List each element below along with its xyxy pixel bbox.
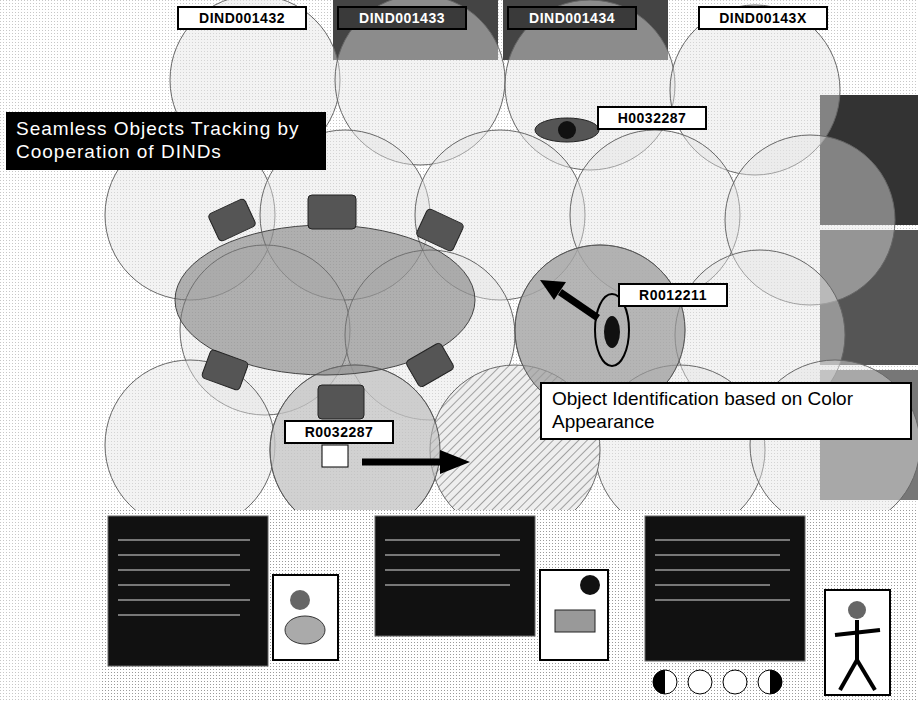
label-text: R0012211 xyxy=(639,287,707,303)
label-text: DIND001432 xyxy=(199,10,285,26)
callout-box: Object Identification based on Color App… xyxy=(540,382,912,440)
dind-label: DIND001432 xyxy=(177,6,307,30)
title-box: Seamless Objects Tracking by Cooperation… xyxy=(6,112,326,170)
label-text: DIND001433 xyxy=(359,10,445,26)
camera-robot xyxy=(201,195,464,419)
object-id-label: R0032287 xyxy=(284,420,394,444)
camera-view xyxy=(558,121,576,139)
label-text: Object Identification based on Color App… xyxy=(552,388,900,434)
label-text: H0032287 xyxy=(618,110,687,126)
label-text: Seamless Objects Tracking by Cooperation… xyxy=(16,118,316,164)
label-text: R0032287 xyxy=(305,424,374,440)
object-id-label: H0032287 xyxy=(597,106,707,130)
dind-label: DIND00143X xyxy=(698,6,828,30)
motion-arrow xyxy=(540,280,566,300)
label-text: DIND001434 xyxy=(529,10,615,26)
label-text: DIND00143X xyxy=(719,10,807,26)
person-marker xyxy=(604,316,620,348)
motion-arrow xyxy=(362,459,440,466)
id-panel xyxy=(100,510,918,702)
dind-label: DIND001434 xyxy=(507,6,637,30)
object-id-label: R0012211 xyxy=(618,283,728,307)
active-area xyxy=(270,365,440,535)
motion-arrow xyxy=(440,450,470,474)
motion-arrow xyxy=(560,292,598,318)
sensor-coverage xyxy=(105,0,918,535)
robot-marker xyxy=(322,445,348,467)
camera-view xyxy=(535,118,599,142)
dind-label: DIND001433 xyxy=(337,6,467,30)
